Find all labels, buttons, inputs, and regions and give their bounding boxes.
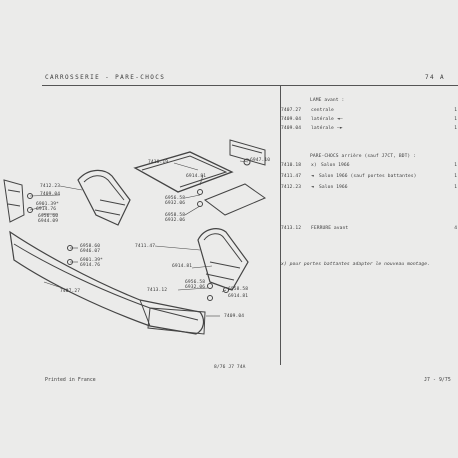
x-mark-icon: x) xyxy=(311,163,317,168)
part-quantity: 1 xyxy=(454,108,457,113)
header-rule xyxy=(42,85,458,86)
list-item: 7411.47 ◄ Salon 1966 (sauf portes battan… xyxy=(281,174,457,180)
bolt-icon xyxy=(197,189,203,195)
part-description: Salon 1966 xyxy=(321,163,350,168)
label-7409-04: 7409.04 xyxy=(224,314,245,319)
part-number: 7407.27 xyxy=(281,108,302,113)
part-number: 7410.18 xyxy=(281,163,302,168)
list-item: 7410.18 x) Salon 1966 1 xyxy=(281,163,457,169)
section-heading-lame: LAME avant : xyxy=(310,98,345,103)
part-number: 7409.04 xyxy=(281,117,302,122)
part-quantity: 4 xyxy=(454,226,457,231)
part-quantity: 1 xyxy=(454,163,457,168)
list-item: 7412.23 ◄ Salon 1966 1 xyxy=(281,185,457,191)
label-6958-58: 6958.58 xyxy=(228,287,249,292)
rear-frame-upper-inner xyxy=(141,155,228,188)
label-6956-58: 6956.58 xyxy=(185,280,206,285)
label-6914-81: 6914.81 xyxy=(186,174,207,179)
label-6932-06: 6932.06 xyxy=(165,218,186,223)
right-arrow-icon: —► xyxy=(337,126,343,131)
label-6958-58: 6958.58 xyxy=(165,213,186,218)
part-description: latérale xyxy=(311,117,334,122)
left-arrow-icon: ◄— xyxy=(337,117,343,122)
list-item: 7413.12 FERRURE avant 4 xyxy=(281,226,457,232)
part-description: Salon 1966 xyxy=(319,185,348,190)
label-6932-06: 6932.06 xyxy=(185,285,206,290)
bumper-blade xyxy=(9,230,205,335)
list-item: 7407.27 centrale 1 xyxy=(281,108,457,114)
bolt-icon xyxy=(223,287,229,293)
rear-frame-upper xyxy=(133,151,234,193)
part-description: centrale xyxy=(311,108,334,113)
label-6932-06: 6932.06 xyxy=(165,201,186,206)
column-divider xyxy=(280,85,281,365)
left-arrow-icon: ◄ xyxy=(311,174,314,179)
part-number: 7409.04 xyxy=(281,126,302,131)
part-description: latérale xyxy=(311,126,334,131)
label-7409-04: 7409.04 xyxy=(40,192,61,197)
part-description: FERRURE avant xyxy=(311,226,349,231)
center-step-frame xyxy=(197,228,249,291)
part-number: 7412.23 xyxy=(281,185,302,190)
list-item: 7409.04 latérale ◄— 1 xyxy=(281,117,457,123)
part-number: 7413.12 xyxy=(281,226,302,231)
part-quantity: 1 xyxy=(454,185,457,190)
bolt-icon xyxy=(207,295,213,301)
label-6914-81: 6914.81 xyxy=(228,294,249,299)
bolt-icon xyxy=(197,201,203,207)
label-6901-39: 6901.39* xyxy=(36,202,59,207)
label-7407-27: 7407.27 xyxy=(60,289,81,294)
label-6947-10: 6947.10 xyxy=(250,158,271,163)
section-heading-parechocs: PARE-CHOCS arrière (sauf J7CT, BDT) : xyxy=(310,154,417,159)
label-6958-60: 6958.60 xyxy=(80,244,101,249)
page-title: CARROSSERIE - PARE-CHOCS xyxy=(45,74,166,81)
page-reference: 74 A xyxy=(425,74,446,81)
label-7412-23: 7412.23 xyxy=(40,184,61,189)
label-7410-19: 7410.19 xyxy=(148,160,169,165)
label-7413-12: 7413.12 xyxy=(147,288,168,293)
part-quantity: 1 xyxy=(454,174,457,179)
label-6944-09: 6944.09 xyxy=(38,219,59,224)
footnote: x) pour portes battantes adapter le nouv… xyxy=(281,262,431,267)
label-6901-39: 6901.39* xyxy=(80,258,103,263)
bolt-icon xyxy=(243,158,251,166)
left-step-frame xyxy=(77,169,131,226)
part-quantity: 1 xyxy=(454,117,457,122)
page-number: J7 - 9/75 xyxy=(424,378,451,383)
label-6946-07: 6946.07 xyxy=(80,249,101,254)
printed-in-france: Printed in France xyxy=(45,378,96,383)
part-number: 7411.47 xyxy=(281,174,302,179)
list-item: 7409.04 latérale —► 1 xyxy=(281,126,457,132)
label-6914-76: 6914.76 xyxy=(36,207,57,212)
bolt-icon xyxy=(207,283,213,289)
diagram-reference-code: 8/76 J7 74A xyxy=(214,365,246,370)
label-6914-76: 6914.76 xyxy=(80,263,101,268)
label-6914-81: 6914.81 xyxy=(172,264,193,269)
bumper-end-piece xyxy=(147,307,206,335)
rear-bracket-plate xyxy=(229,139,266,166)
left-arrow-icon: ◄ xyxy=(311,185,314,190)
rear-frame-upper-side xyxy=(203,183,267,216)
part-description: Salon 1966 (sauf portes battantes) xyxy=(319,174,417,179)
bolt-icon xyxy=(27,207,33,213)
label-6956-58: 6956.58 xyxy=(165,196,186,201)
label-7411-47: 7411.47 xyxy=(135,244,156,249)
left-bracket xyxy=(3,179,25,223)
part-quantity: 1 xyxy=(454,126,457,131)
label-6956-60: 6956.60 xyxy=(38,214,59,219)
